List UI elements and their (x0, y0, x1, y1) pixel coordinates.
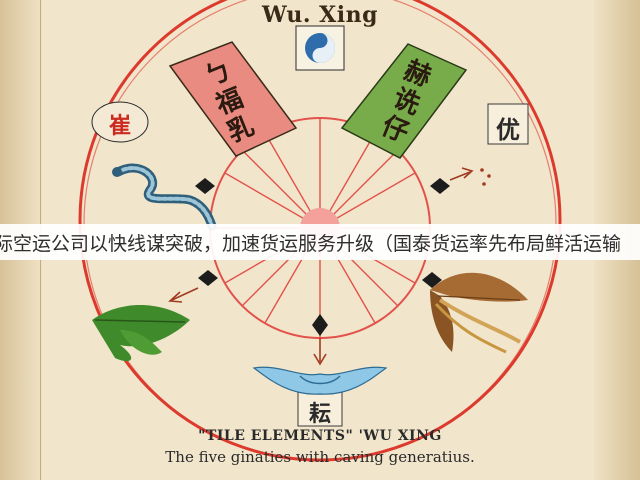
arrow-dots (480, 168, 491, 186)
glyph-bottom: 耘 (308, 402, 331, 427)
yin-yang-icon (295, 25, 345, 71)
glyph-right: 优 (496, 116, 520, 144)
page-title: Wu. Xing (262, 2, 378, 28)
cycle-arrows (168, 167, 474, 366)
wood-banner (340, 43, 468, 159)
harvest-sheaf-icon (430, 272, 528, 354)
fire-banner (168, 41, 298, 157)
overlay-text: 际空运公司以快线谋突破，加速货运服务升级（国泰货运率先布局鲜活运输 (0, 233, 622, 255)
glyph-tile-right (487, 103, 529, 145)
glyph-tile-bottom (297, 391, 343, 427)
bird-icon (252, 366, 388, 395)
seal-left-glyph: 崔 (108, 114, 131, 139)
overlay-banner (0, 224, 640, 260)
leaf-icon (92, 305, 190, 362)
serpent-icon (112, 163, 217, 231)
diamond-markers (195, 178, 450, 336)
caption-subheading: The five ginaties with caving generatius… (165, 448, 475, 466)
caption-heading: "TILE ELEMENTS" 'WU XING (198, 428, 442, 444)
seal-left (91, 101, 149, 143)
